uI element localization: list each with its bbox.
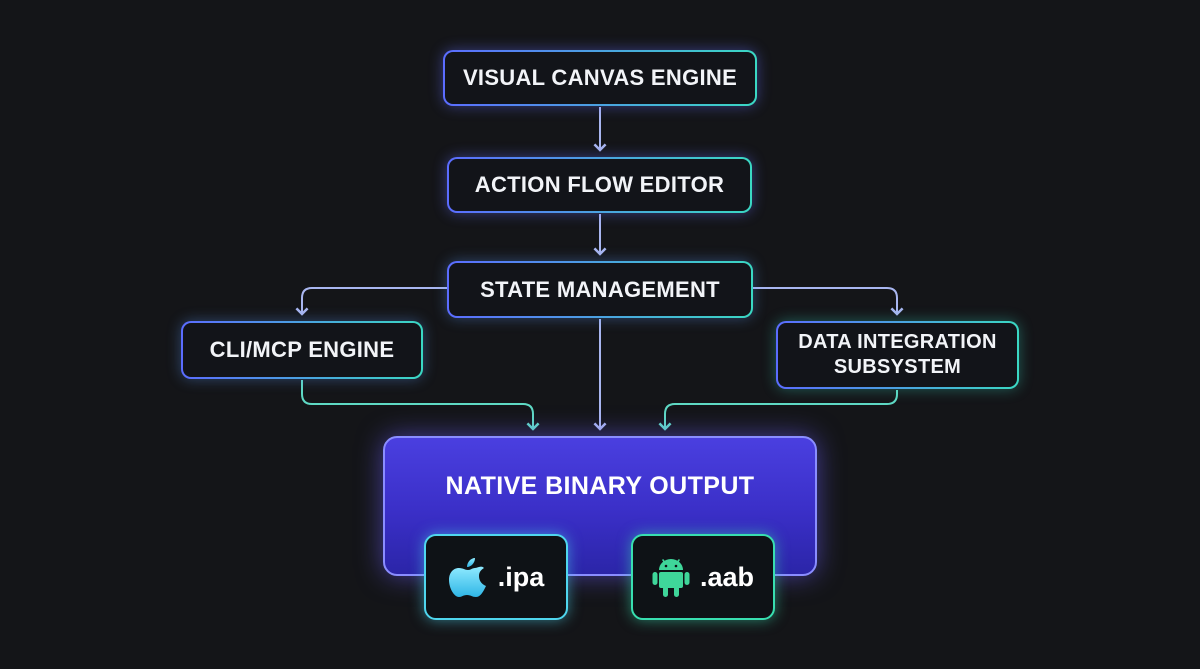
action-flow-editor-node: ACTION FLOW EDITOR: [447, 157, 752, 213]
connector-data-to-output: [658, 390, 898, 431]
data-integration-label-line1: DATA INTEGRATION: [798, 331, 997, 353]
connector-state-to-cli: [295, 287, 447, 316]
cli-mcp-engine-node: CLI/MCP ENGINE: [181, 321, 423, 379]
apple-icon: [448, 555, 488, 599]
connector-state-to-data: [753, 287, 904, 316]
state-management-label: STATE MANAGEMENT: [480, 276, 720, 302]
state-management-node: STATE MANAGEMENT: [447, 261, 753, 318]
native-binary-output-title: NATIVE BINARY OUTPUT: [445, 472, 755, 500]
android-aab-output: .aab: [631, 534, 775, 620]
ios-ipa-label: .ipa: [497, 561, 545, 592]
visual-canvas-engine-label: VISUAL CANVAS ENGINE: [462, 65, 738, 90]
action-flow-editor-label: ACTION FLOW EDITOR: [474, 172, 725, 197]
visual-canvas-engine-node: VISUAL CANVAS ENGINE: [443, 50, 757, 106]
android-aab-label: .aab: [699, 561, 755, 592]
connector-cli-to-output: [301, 380, 540, 431]
data-integration-subsystem-node: DATA INTEGRATION SUBSYSTEM: [776, 321, 1019, 389]
data-integration-label-line2: SUBSYSTEM: [833, 356, 962, 378]
cli-mcp-engine-label: CLI/MCP ENGINE: [209, 337, 395, 362]
android-icon: [652, 555, 690, 599]
ios-ipa-output: .ipa: [424, 534, 568, 620]
